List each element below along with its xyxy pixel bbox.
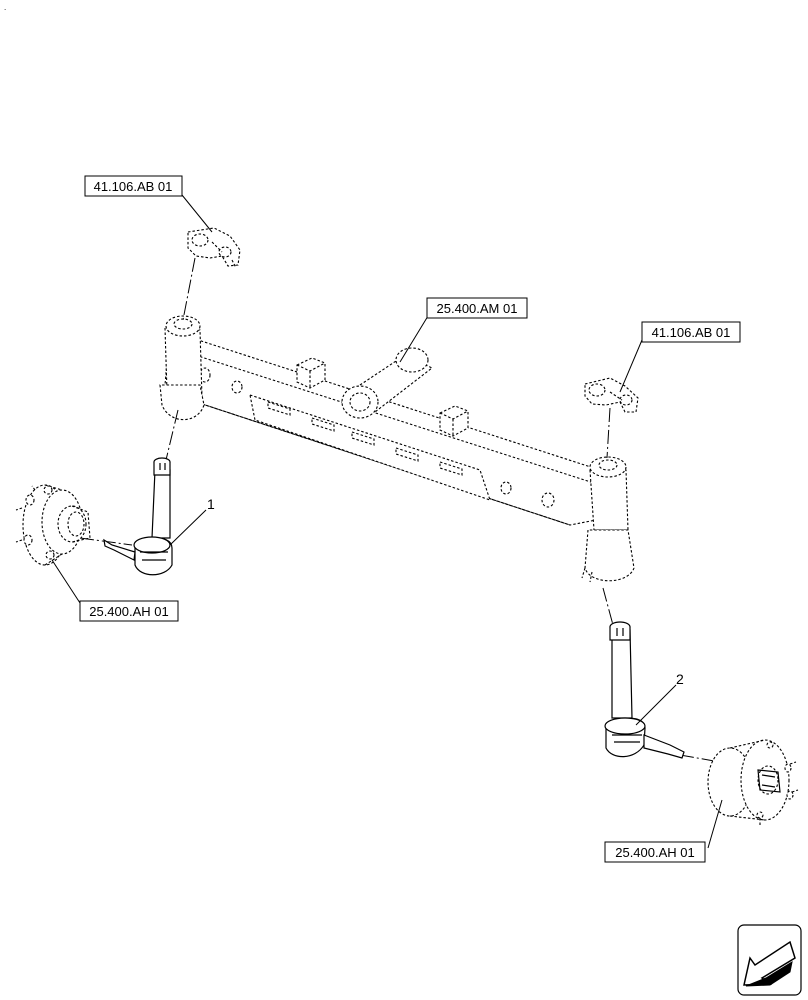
ref-label-right-text: 41.106.AB 01 (652, 325, 731, 340)
ref-label-axle-beam[interactable]: 25.400.AM 01 (426, 297, 528, 319)
ref-label-right[interactable]: 41.106.AB 01 (641, 321, 741, 343)
leader-axle-beam (399, 315, 429, 363)
steering-arm-bracket-right (584, 377, 639, 413)
leader-item1 (169, 509, 207, 546)
ref-label-top-left-text: 41.106.AB 01 (94, 179, 173, 194)
leader-hub-left (51, 559, 81, 604)
ref-label-axle-beam-text: 25.400.AM 01 (437, 301, 518, 316)
leader-right (619, 339, 643, 393)
callout-item-2: 2 (676, 671, 684, 687)
ref-label-hub-left[interactable]: 25.400.AH 01 (79, 600, 179, 622)
wheel-hub-right (707, 739, 799, 826)
leader-top-left (181, 194, 213, 233)
steering-knuckle-left (103, 457, 173, 576)
ref-label-hub-left-text: 25.400.AH 01 (89, 604, 169, 619)
ref-label-hub-right[interactable]: 25.400.AH 01 (604, 841, 706, 863)
arrow-icon[interactable] (737, 924, 802, 996)
callout-item-1: 1 (207, 496, 215, 512)
corner-mark: . (4, 3, 6, 12)
ref-label-top-left[interactable]: 41.106.AB 01 (84, 175, 183, 197)
steering-arm-bracket-left (187, 227, 241, 269)
leader-hub-right (707, 799, 723, 849)
leader-item2 (635, 684, 677, 726)
wheel-hub-left (15, 484, 91, 566)
steering-knuckle-right (604, 621, 685, 759)
ref-label-hub-right-text: 25.400.AH 01 (615, 845, 695, 860)
axle-beam (159, 315, 635, 583)
